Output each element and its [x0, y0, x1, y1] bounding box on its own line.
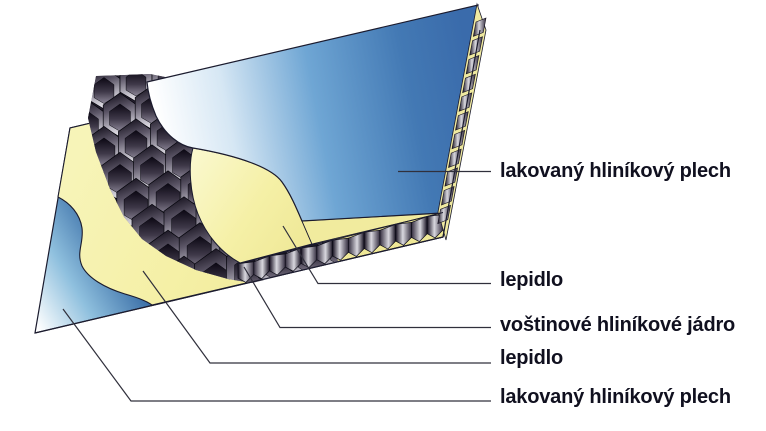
- label-bottom-adhesive: lepidlo: [500, 347, 563, 369]
- front-strip-top-edge: [237, 212, 444, 265]
- label-bottom-sheet: lakovaný hliníkový plech: [500, 386, 731, 408]
- leader-bottom-sheet: [62, 308, 491, 402]
- label-top-adhesive: lepidlo: [500, 269, 563, 291]
- leader-lines: [62, 170, 491, 402]
- panel-illustration: [34, 2, 487, 334]
- edge-cell-face: [472, 17, 487, 37]
- panel-right-edge: [442, 29, 481, 238]
- honeycomb-front-edge: [237, 214, 444, 283]
- front-cell-face: [269, 253, 286, 276]
- top-sheet: [146, 4, 479, 222]
- leader-top-adhesive: [282, 225, 491, 285]
- hex-cell-opening: [62, 85, 82, 111]
- labels: lakovaný hliníkový plech lepidlo voštino…: [500, 160, 735, 408]
- leader-bottom-adhesive: [142, 270, 491, 364]
- label-top-sheet: lakovaný hliníkový plech: [500, 160, 731, 182]
- label-core: voštinové hliníkové jádro: [500, 314, 735, 336]
- leader-core: [243, 266, 491, 329]
- hex-cell-wall: [88, 74, 89, 117]
- front-cell-face: [332, 237, 349, 261]
- front-cell-face: [395, 222, 412, 246]
- front-cell-face: [363, 229, 381, 254]
- hex-cell-opening: [125, 74, 147, 97]
- hex-cell-opening: [88, 111, 99, 140]
- panel-bottom-edge: [34, 236, 444, 334]
